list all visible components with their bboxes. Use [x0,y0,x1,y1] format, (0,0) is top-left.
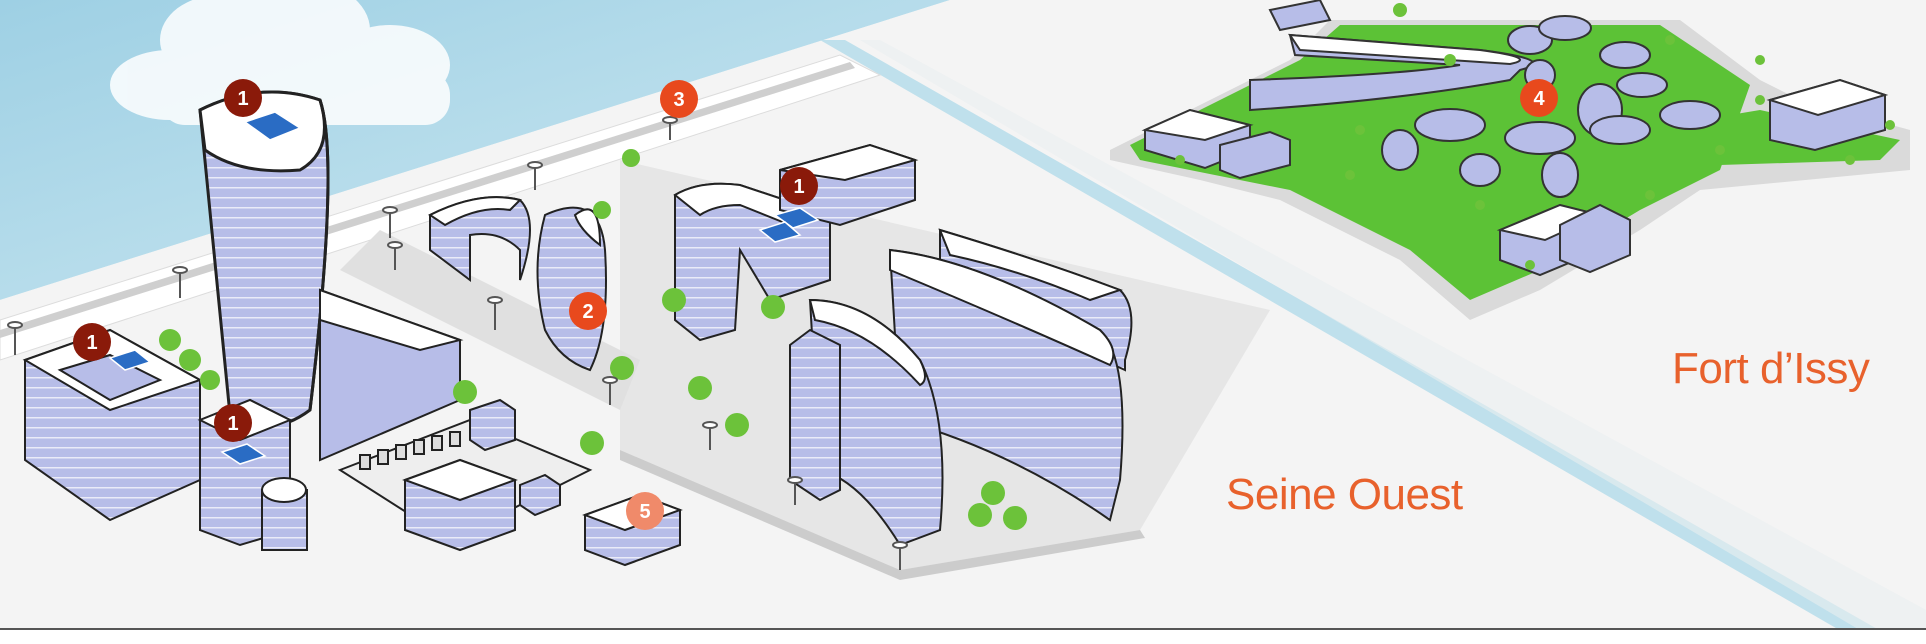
bottom-caption-strip [0,628,1926,644]
marker-label: 5 [639,501,650,523]
district-label-fort-dissy: Fort d’Issy [1672,344,1870,393]
marker-label: 1 [86,332,97,354]
marker-label: 1 [793,176,804,198]
marker-1-annex[interactable]: 1 [214,404,252,442]
marker-label: 4 [1533,88,1545,110]
marker-2[interactable]: 2 [569,292,607,330]
street-lamp-icon [7,116,908,570]
a-shaped-building [673,143,919,342]
marker-label: 2 [582,301,593,323]
marker-label: 1 [227,413,238,435]
solar-panel-icon [108,111,820,465]
marker-label: 1 [237,88,248,110]
marker-3[interactable]: 3 [660,80,698,118]
office-building [789,228,1133,547]
marker-5[interactable]: 5 [626,492,664,530]
tree-icon [1175,3,1895,270]
courtyard-building [22,328,308,551]
platform-left [340,230,640,410]
marker-1-a-building[interactable]: 1 [780,167,818,205]
marker-1-courtyard[interactable]: 1 [73,323,111,361]
marker-1-tower[interactable]: 1 [224,79,262,117]
marker-label: 3 [673,89,684,111]
power-plant [337,398,593,552]
tree-icon [159,149,1027,530]
marker-4[interactable]: 4 [1520,79,1558,117]
eco-district [1110,0,1910,320]
district-label-seine-ouest: Seine Ouest [1226,470,1463,519]
